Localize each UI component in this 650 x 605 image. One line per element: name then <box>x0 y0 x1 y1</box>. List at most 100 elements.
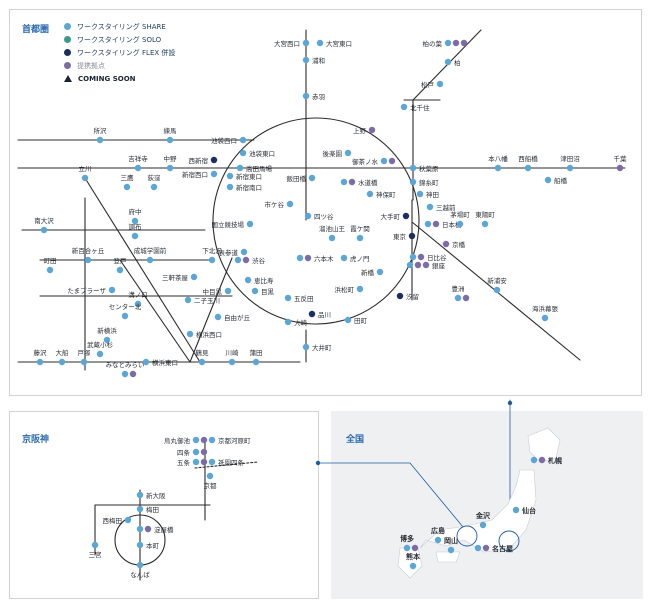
station-tokyo-stations-74[interactable]: 汐留 <box>396 292 419 301</box>
station-tokyo-stations-56[interactable]: 成城学園前 <box>134 246 167 264</box>
station-tokyo-stations-22[interactable]: 船橋 <box>544 176 568 185</box>
station-kansai-stations-3[interactable]: 祇園四条 <box>208 458 245 467</box>
station-tokyo-stations-40[interactable]: 日本橋 <box>424 220 462 229</box>
station-tokyo-stations-66[interactable]: 浜松町 <box>335 285 364 294</box>
station-tokyo-stations-1[interactable]: 大宮東口 <box>316 39 352 48</box>
station-tokyo-stations-70[interactable]: 溝ノ口 <box>128 290 148 308</box>
station-tokyo-stations-64[interactable]: 中目黒 <box>203 287 232 296</box>
station-tokyo-stations-87[interactable]: 戸塚 <box>78 348 92 366</box>
station-tokyo-stations-39[interactable]: 大手町 <box>381 212 410 221</box>
station-tokyo-stations-92[interactable]: みなとみらい <box>106 361 145 378</box>
station-tokyo-stations-20[interactable]: 津田沼 <box>560 154 580 172</box>
station-tokyo-stations-68[interactable]: 町田 <box>44 257 57 274</box>
station-kansai-stations-6[interactable]: 新大阪 <box>136 491 166 500</box>
station-tokyo-stations-52[interactable]: 六本木 <box>296 254 334 263</box>
station-tokyo-stations-58[interactable]: 渋谷 <box>234 256 266 265</box>
station-tokyo-stations-11[interactable]: 池袋東口 <box>239 149 275 158</box>
station-tokyo-stations-33[interactable]: 神田 <box>416 190 439 199</box>
station-japan-cities-0[interactable]: 札幌 <box>530 456 562 465</box>
station-tokyo-stations-91[interactable]: 蒲田 <box>250 348 263 366</box>
station-tokyo-stations-59[interactable]: 銀座 <box>406 261 446 270</box>
station-tokyo-stations-34[interactable]: 三越前 <box>426 203 456 212</box>
station-tokyo-stations-8[interactable]: 所沢 <box>94 126 108 144</box>
station-japan-cities-2[interactable]: 金沢 <box>475 511 491 529</box>
station-tokyo-stations-88[interactable]: 横浜東口 <box>142 358 178 367</box>
station-tokyo-stations-30[interactable]: 飯田橋 <box>287 174 316 183</box>
station-tokyo-stations-80[interactable]: 海浜幕張 <box>532 304 559 322</box>
station-tokyo-stations-35[interactable]: 三鷹 <box>121 173 135 191</box>
station-tokyo-stations-54[interactable]: 日比谷 <box>409 253 447 262</box>
station-tokyo-stations-28[interactable]: 新宿東口 <box>226 172 262 181</box>
station-tokyo-stations-83[interactable]: 横浜西口 <box>186 330 222 339</box>
station-kansai-stations-2[interactable]: 四条 <box>177 448 208 457</box>
station-tokyo-stations-73[interactable]: 品川 <box>308 310 331 319</box>
station-tokyo-stations-69[interactable]: たまプラーザ <box>67 286 116 295</box>
station-tokyo-stations-71[interactable]: 二子玉川 <box>184 296 220 305</box>
station-tokyo-stations-48[interactable]: 南大沢 <box>34 216 54 234</box>
station-tokyo-stations-32[interactable]: 神保町 <box>366 190 396 199</box>
station-tokyo-stations-45[interactable]: 国立競技場 <box>212 220 254 229</box>
station-tokyo-stations-23[interactable]: 立川 <box>79 164 92 182</box>
station-tokyo-stations-24[interactable]: 吉祥寺 <box>128 154 148 172</box>
station-japan-cities-1[interactable]: 仙台 <box>512 506 536 515</box>
station-tokyo-stations-0[interactable]: 大宮西口 <box>274 39 310 48</box>
station-tokyo-stations-86[interactable]: 大船 <box>56 348 70 366</box>
station-kansai-stations-12[interactable]: なんば <box>130 561 150 579</box>
station-tokyo-stations-36[interactable]: 荻窪 <box>148 173 162 191</box>
station-tokyo-stations-21[interactable]: 千葉 <box>614 154 628 172</box>
station-tokyo-stations-85[interactable]: 藤沢 <box>34 348 48 366</box>
station-japan-cities-5[interactable]: 名古屋 <box>474 544 513 553</box>
station-tokyo-stations-67[interactable]: 新浦安 <box>487 276 507 294</box>
station-tokyo-stations-3[interactable]: 柏の葉 <box>423 39 468 48</box>
station-kansai-stations-8[interactable]: 西梅田 <box>103 516 132 525</box>
station-tokyo-stations-29[interactable]: 新宿南口 <box>226 183 262 192</box>
station-tokyo-stations-18[interactable]: 本八幡 <box>488 154 508 172</box>
station-tokyo-stations-84[interactable]: 大井町 <box>302 343 332 352</box>
station-tokyo-stations-50[interactable]: 霞ケ関 <box>350 225 370 242</box>
station-tokyo-stations-53[interactable]: 虎ノ門 <box>340 254 370 263</box>
station-tokyo-stations-10[interactable]: 池袋西口 <box>211 136 247 145</box>
station-japan-cities-4[interactable]: 岡山 <box>444 536 458 554</box>
station-tokyo-stations-37[interactable]: 市ケ谷 <box>265 200 294 209</box>
station-tokyo-stations-17[interactable]: 錦糸町 <box>409 178 439 187</box>
station-tokyo-stations-62[interactable]: 三軒茶屋 <box>162 273 198 282</box>
station-tokyo-stations-42[interactable]: 東陽町 <box>475 210 495 228</box>
station-kansai-stations-5[interactable]: 京都 <box>204 472 218 490</box>
station-tokyo-stations-38[interactable]: 四ツ谷 <box>304 212 334 221</box>
station-kansai-stations-1[interactable]: 京都河原町 <box>208 436 251 445</box>
station-tokyo-stations-12[interactable]: 上野 <box>353 126 376 135</box>
station-tokyo-stations-9[interactable]: 練馬 <box>164 126 178 144</box>
station-tokyo-stations-89[interactable]: 鶴見 <box>196 348 210 366</box>
station-tokyo-stations-13[interactable]: 高田馬場 <box>236 164 273 173</box>
station-tokyo-stations-60[interactable]: 新橋 <box>361 268 384 277</box>
station-tokyo-stations-5[interactable]: 松戸 <box>421 80 444 89</box>
station-tokyo-stations-55[interactable]: 新百合ヶ丘 <box>72 246 105 264</box>
station-tokyo-stations-4[interactable]: 柏 <box>444 58 461 67</box>
station-japan-cities-3[interactable]: 広島 <box>431 526 445 544</box>
station-tokyo-stations-47[interactable]: 京橋 <box>442 240 466 249</box>
station-tokyo-stations-77[interactable]: 自由が丘 <box>214 313 251 322</box>
station-tokyo-stations-65[interactable]: 目黒 <box>251 287 275 296</box>
station-tokyo-stations-19[interactable]: 西船橋 <box>518 154 538 172</box>
station-tokyo-stations-26[interactable]: 西新宿 <box>189 156 218 165</box>
station-tokyo-stations-14[interactable]: 後楽園 <box>323 149 352 158</box>
station-tokyo-stations-61[interactable]: 登戸 <box>114 256 128 274</box>
station-tokyo-stations-25[interactable]: 中野 <box>164 154 178 172</box>
station-tokyo-stations-82[interactable]: 武蔵小杉 <box>87 340 114 358</box>
station-tokyo-stations-6[interactable]: 赤羽 <box>302 92 325 101</box>
station-kansai-stations-0[interactable]: 烏丸御池 <box>164 436 208 445</box>
station-tokyo-stations-78[interactable]: 大崎 <box>284 318 308 327</box>
station-tokyo-stations-43[interactable]: 府中 <box>129 207 142 225</box>
station-tokyo-stations-7[interactable]: 北千住 <box>400 103 430 112</box>
station-tokyo-stations-63[interactable]: 恵比寿 <box>244 276 274 285</box>
station-tokyo-stations-31[interactable]: 水道橋 <box>340 178 378 187</box>
station-japan-cities-6[interactable]: 博多 <box>400 534 419 552</box>
station-tokyo-stations-15[interactable]: 御茶ノ水 <box>352 157 396 166</box>
station-tokyo-stations-41[interactable]: 茅場町 <box>450 210 470 228</box>
station-kansai-stations-7[interactable]: 梅田 <box>136 505 159 514</box>
station-tokyo-stations-49[interactable]: 溜池山王 <box>319 224 346 242</box>
station-tokyo-stations-27[interactable]: 新宿西口 <box>182 170 218 179</box>
station-tokyo-stations-2[interactable]: 浦和 <box>302 56 325 65</box>
station-kansai-stations-10[interactable]: 本町 <box>136 541 160 550</box>
station-tokyo-stations-90[interactable]: 川崎 <box>226 348 240 366</box>
